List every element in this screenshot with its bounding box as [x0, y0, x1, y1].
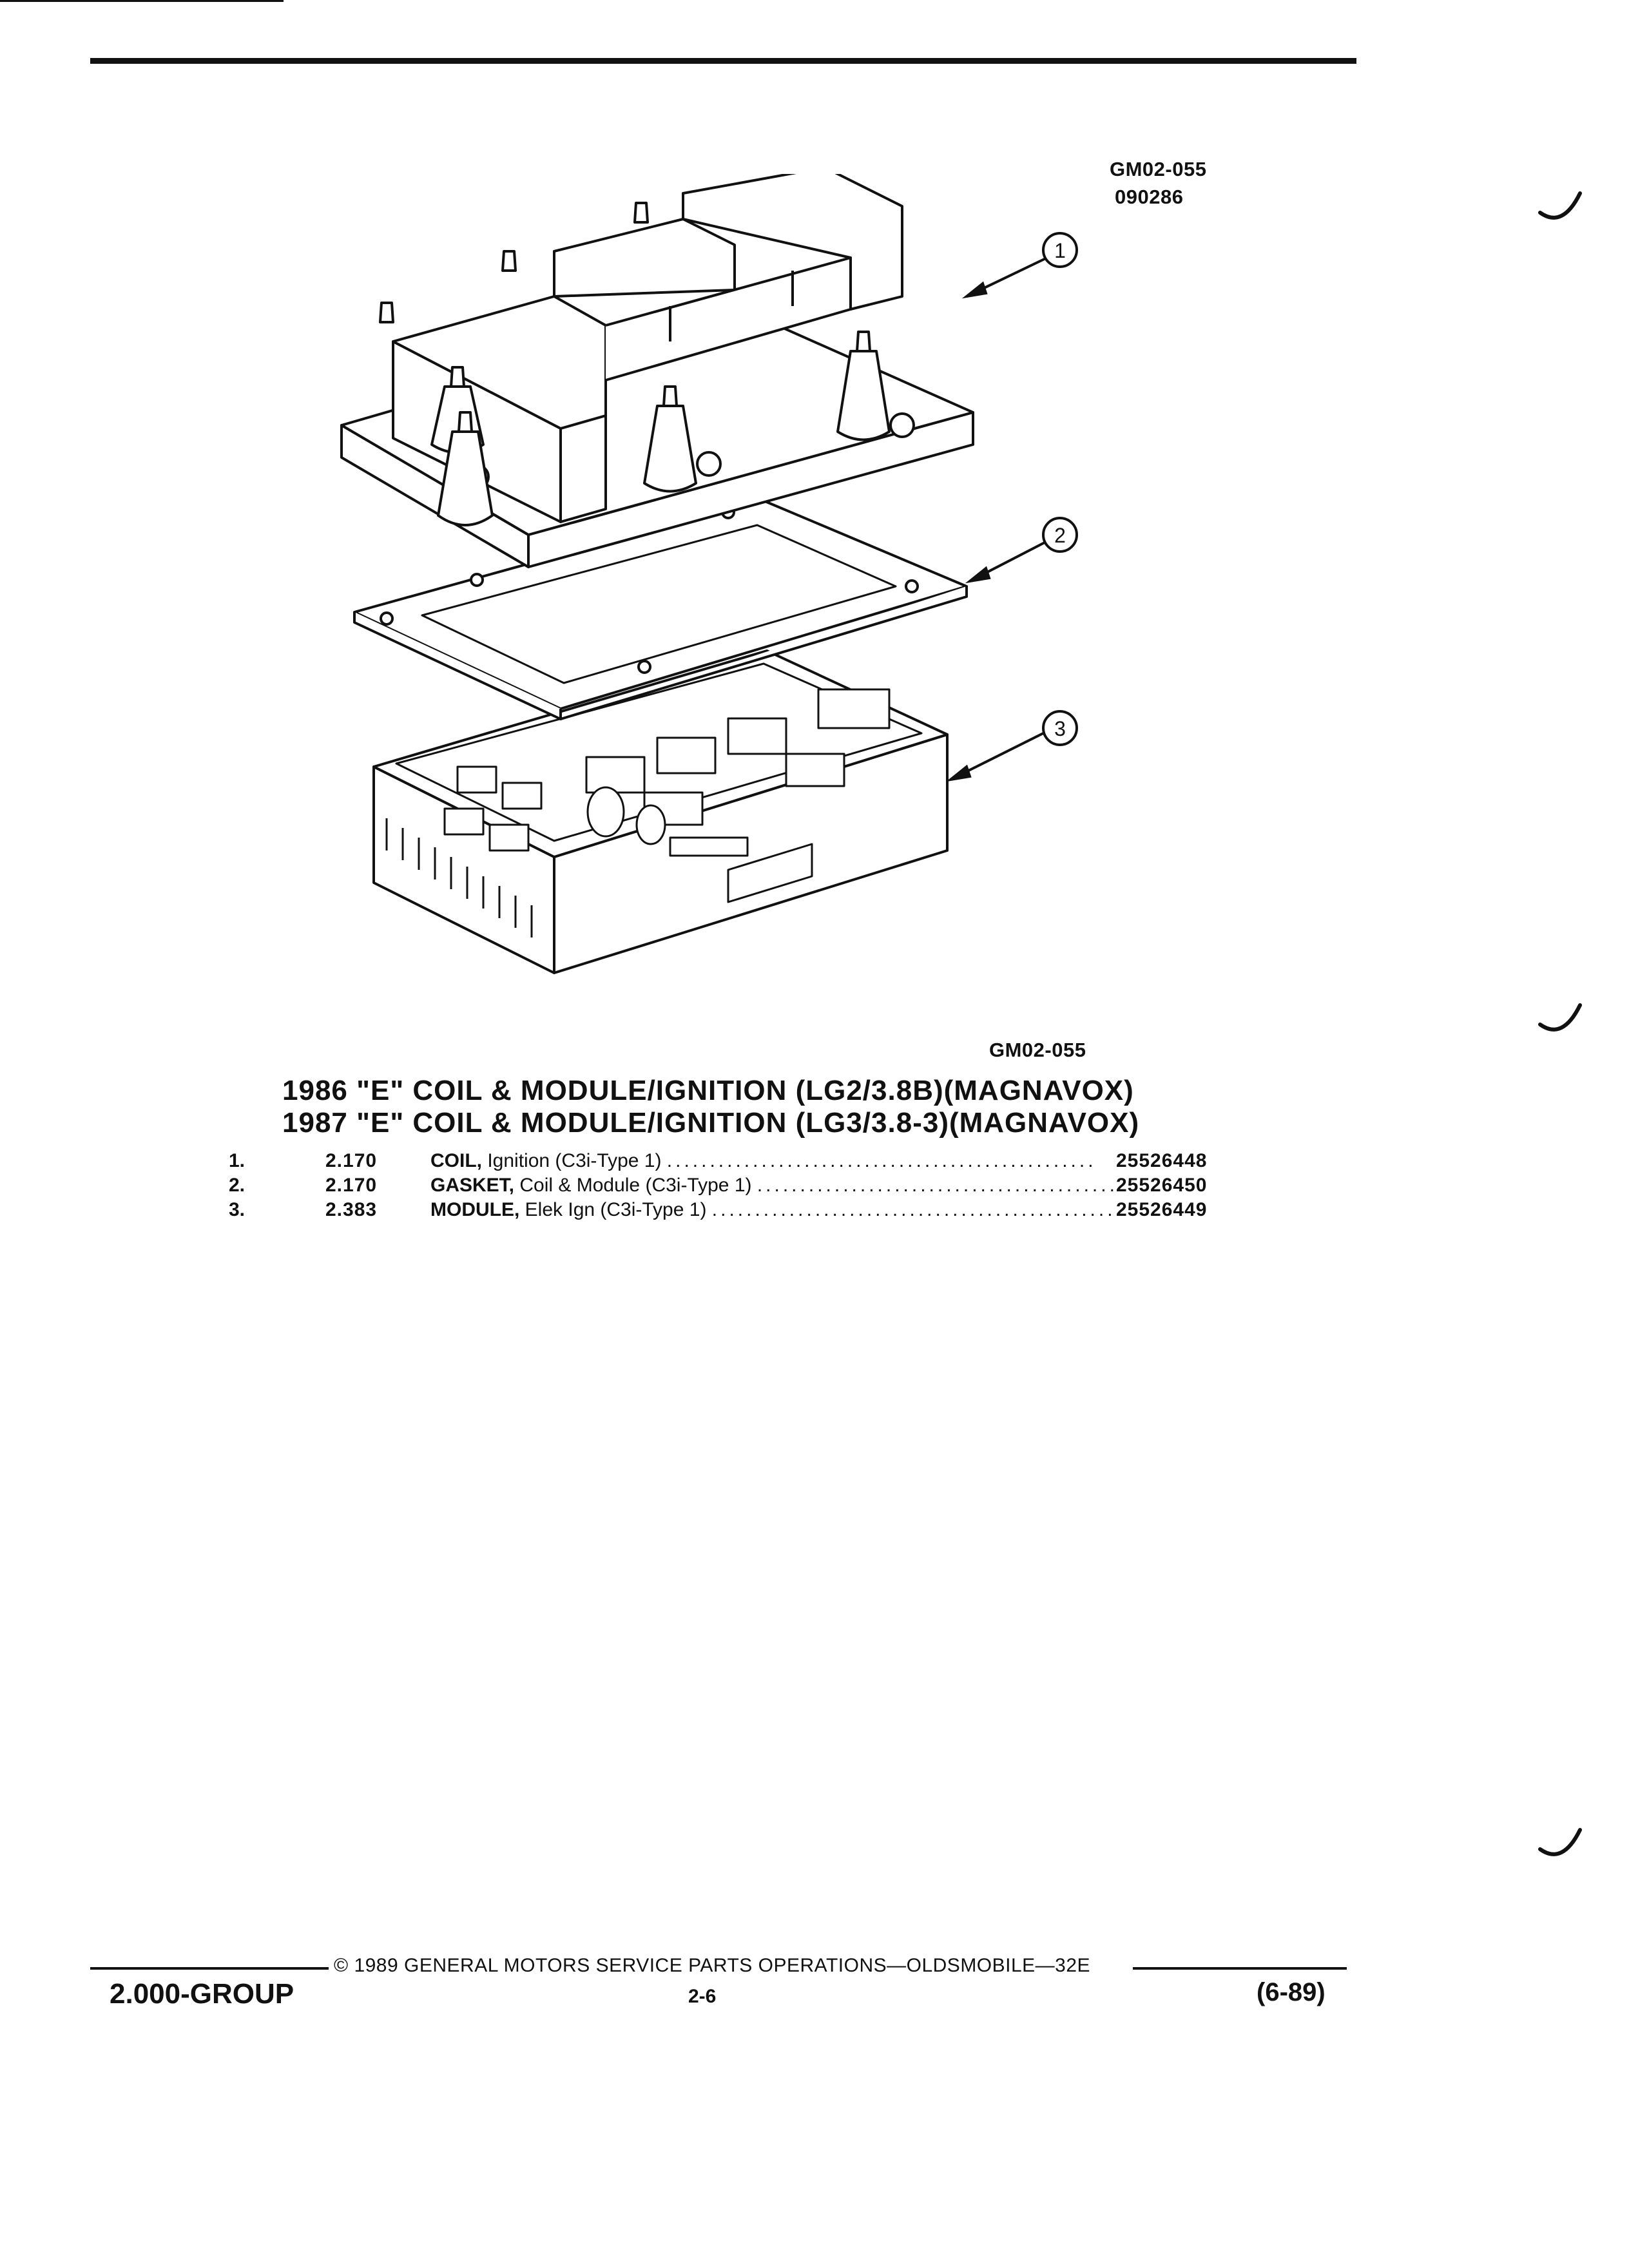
- diagram-caption: GM02-055: [989, 1039, 1086, 1061]
- part-number: 25526449: [1116, 1199, 1208, 1220]
- group-code: 2.170: [325, 1150, 378, 1171]
- ignition-coil-drawing: [340, 174, 974, 568]
- binder-hole-mark: [1538, 1828, 1582, 1856]
- binder-hole-mark: [1538, 191, 1582, 220]
- part-number: 25526450: [1116, 1175, 1208, 1196]
- part-description: COIL, Ignition (C3i-Type 1) ............…: [430, 1150, 1097, 1171]
- svg-text:3: 3: [1054, 717, 1066, 740]
- top-rule: [90, 58, 1356, 64]
- part-number: 25526448: [1116, 1150, 1208, 1171]
- binder-hole-mark: [1538, 1003, 1582, 1032]
- svg-text:1: 1: [1054, 239, 1066, 262]
- group-label: 2.000-GROUP: [110, 1978, 294, 2010]
- parts-row: 1. 2.170 COIL, Ignition (C3i-Type 1) ...…: [0, 1150, 1629, 1173]
- svg-text:2: 2: [1054, 524, 1066, 547]
- revision-date: (6-89): [1257, 1978, 1325, 2006]
- part-detail: Ignition (C3i-Type 1): [482, 1150, 662, 1171]
- corner-rule: [0, 0, 284, 2]
- parts-row: 3. 2.383 MODULE, Elek Ign (C3i-Type 1) .…: [0, 1199, 1629, 1222]
- item-number: 1.: [229, 1150, 246, 1171]
- section-title-1986: 1986 "E" COIL & MODULE/IGNITION (LG2/3.8…: [282, 1075, 1134, 1106]
- parts-row: 2. 2.170 GASKET, Coil & Module (C3i-Type…: [0, 1175, 1629, 1198]
- section-title-1987: 1987 "E" COIL & MODULE/IGNITION (LG3/3.8…: [282, 1107, 1140, 1139]
- figure-date: 090286: [1115, 186, 1184, 208]
- part-detail: Coil & Module (C3i-Type 1): [514, 1175, 752, 1196]
- part-name: GASKET,: [430, 1175, 515, 1196]
- callout-2: 2: [1042, 517, 1078, 553]
- group-code: 2.383: [325, 1199, 378, 1220]
- figure-ref: GM02-055: [1110, 158, 1207, 180]
- part-description: GASKET, Coil & Module (C3i-Type 1) .....…: [430, 1175, 1113, 1196]
- callout-1: 1: [1042, 232, 1078, 268]
- copyright-line: © 1989 GENERAL MOTORS SERVICE PARTS OPER…: [334, 1955, 1091, 1976]
- footer-rule-left: [90, 1967, 329, 1970]
- ignition-module-drawing: [372, 649, 949, 974]
- item-number: 2.: [229, 1175, 246, 1196]
- callout-3: 3: [1042, 710, 1078, 746]
- part-name: COIL,: [430, 1150, 482, 1171]
- part-name: MODULE,: [430, 1199, 520, 1220]
- part-description: MODULE, Elek Ign (C3i-Type 1) ..........…: [430, 1199, 1113, 1220]
- exploded-parts-diagram: 1 2 3: [340, 174, 1078, 974]
- item-number: 3.: [229, 1199, 246, 1220]
- part-detail: Elek Ign (C3i-Type 1): [519, 1199, 707, 1220]
- gasket-drawing: [353, 498, 968, 720]
- page-number: 2-6: [688, 1986, 717, 2007]
- group-code: 2.170: [325, 1175, 378, 1196]
- footer-rule-right: [1133, 1967, 1347, 1970]
